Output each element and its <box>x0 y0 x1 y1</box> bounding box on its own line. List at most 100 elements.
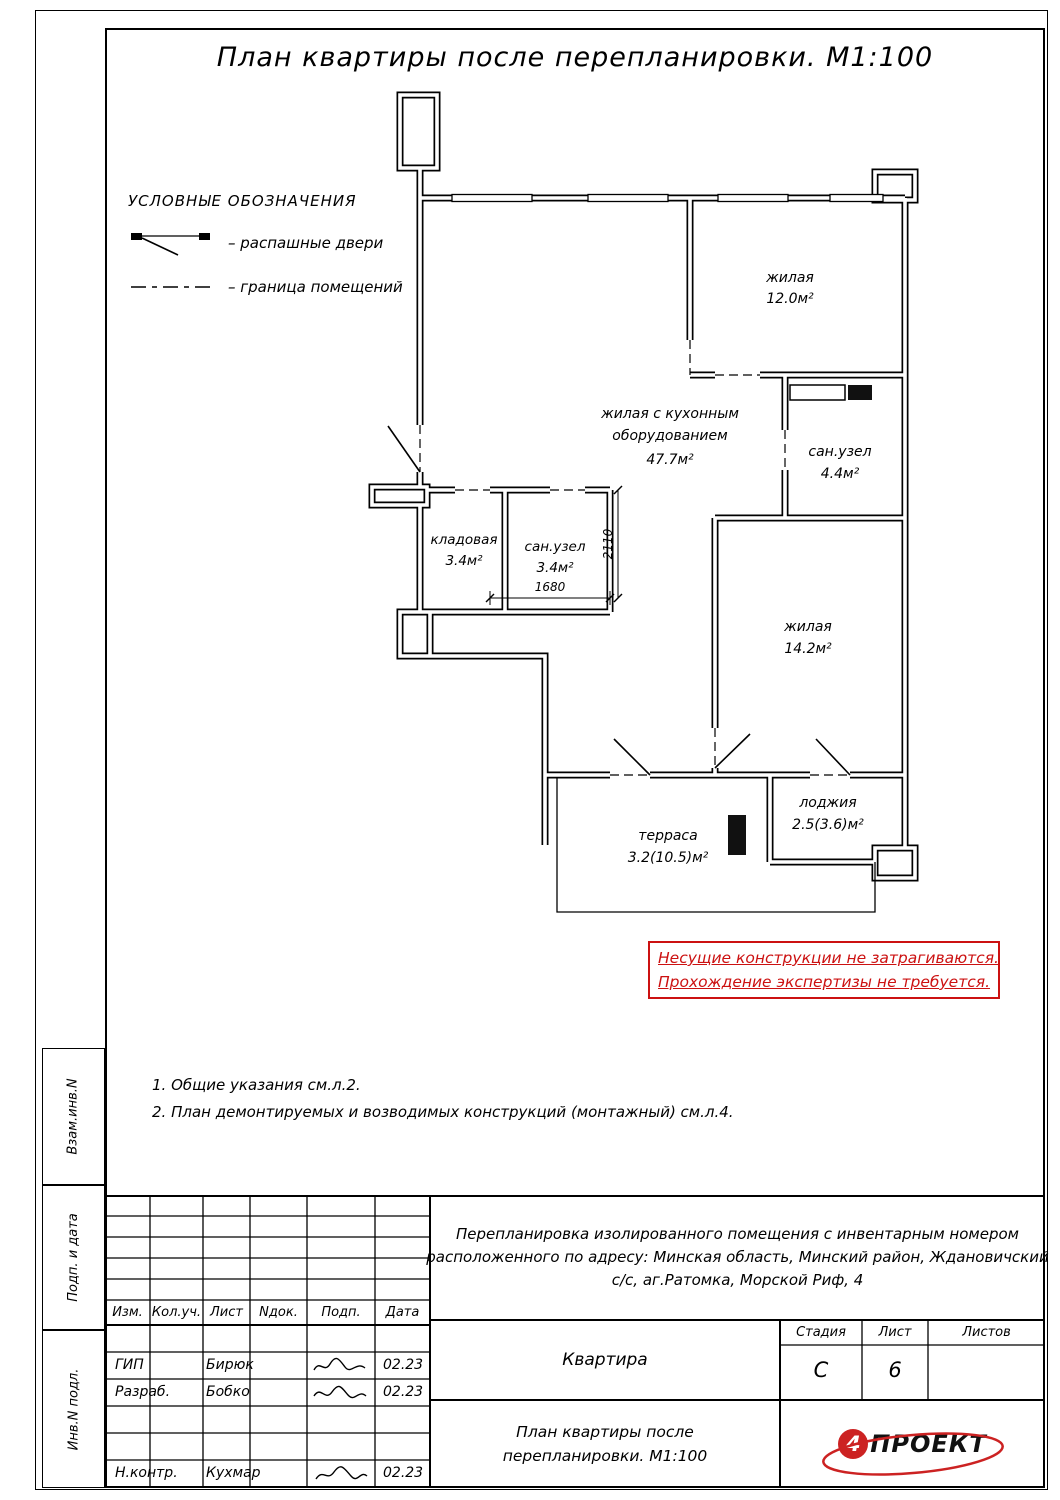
outer-border <box>35 10 1048 1490</box>
legend-item-doors: – распашные двери <box>128 228 383 258</box>
walls-outline <box>368 91 919 882</box>
logo-digit: 4 <box>845 1432 861 1456</box>
room-area: 3.4м² <box>536 560 574 576</box>
dimension-1680-label: 1680 <box>535 580 566 594</box>
stage-value: С <box>813 1358 829 1382</box>
room-name: жилая с кухонным <box>600 406 739 422</box>
staff-row-nkontr: Н.контр. Кухмар 02.23 <box>105 1460 430 1487</box>
room-label-sanuzel-34: сан.узел 3.4м² <box>525 539 586 576</box>
signature <box>315 1466 368 1480</box>
room-label-zhilaya-142: жилая 14.2м² <box>783 619 832 657</box>
titleblock-header-row: Изм. Кол.уч. Лист Nдок. Подп. Дата <box>105 1301 430 1324</box>
windows <box>451 193 884 203</box>
terrace-outline <box>556 778 876 913</box>
room-boundaries <box>419 340 850 776</box>
col-header-podp: Подп. <box>321 1305 361 1320</box>
description-line: расположенного по адресу: Минская област… <box>426 1248 1049 1266</box>
sheet-value: 6 <box>888 1358 902 1382</box>
window-icon <box>587 193 669 203</box>
notice-line: Несущие конструкции не затрагиваются. <box>658 949 999 967</box>
room-label-zhilaya-12: жилая 12.0м² <box>765 270 814 307</box>
staff-date: 02.23 <box>383 1384 424 1400</box>
project-description: Перепланировка изолированного помещения … <box>426 1197 1048 1318</box>
legend-heading: УСЛОВНЫЕ ОБОЗНАЧЕНИЯ <box>128 192 357 210</box>
dimension-2110-label: 2110 <box>601 528 615 559</box>
window-icon <box>717 193 789 203</box>
col-header-ndok: Nдок. <box>259 1305 298 1320</box>
staff-date: 02.23 <box>383 1465 424 1481</box>
staff-name: Бобко <box>206 1384 250 1400</box>
swing-doors-icon <box>131 233 210 256</box>
room-area: 4.4м² <box>821 466 860 482</box>
room-area: 12.0м² <box>766 291 814 307</box>
legend-item-label: – распашные двери <box>228 234 384 252</box>
company-logo: 4 ПРОЕКТ <box>782 1402 1043 1486</box>
room-name: сан.узел <box>808 444 871 460</box>
notice-line: Прохождение экспертизы не требуется. <box>658 973 991 991</box>
staff-name: Кухмар <box>206 1465 261 1481</box>
notes: 1. Общие указания см.л.2. 2. План демонт… <box>152 1072 734 1126</box>
room-name: сан.узел <box>525 539 586 555</box>
legend-item-boundary: – граница помещений <box>128 272 403 302</box>
room-area: 2.5(3.6)м² <box>792 817 864 833</box>
staff-role: Разраб. <box>115 1384 171 1400</box>
note-line: 2. План демонтируемых и возводимых конст… <box>152 1103 734 1121</box>
signature <box>313 1357 366 1371</box>
room-label-zhilaya-kitchen: жилая с кухонным оборудованием 47.7м² <box>600 406 739 468</box>
floor-plan: 1680 2110 жилая 12.0м² жилая с кухонным … <box>368 91 919 913</box>
room-name: терраса <box>638 828 697 844</box>
col-header-data: Дата <box>385 1305 420 1320</box>
object-label: Квартира <box>562 1350 648 1370</box>
window-icon <box>451 193 533 203</box>
strip-box-inv: Инв.N подл. <box>42 1330 105 1488</box>
strip-label: Взам.инв.N <box>66 1078 81 1155</box>
strip-label: Инв.N подл. <box>66 1368 82 1450</box>
sheets-header: Листов <box>962 1325 1011 1340</box>
strip-box-podp: Подп. и дата <box>42 1185 105 1330</box>
room-area: 3.4м² <box>445 553 483 569</box>
strip-box-vzam: Взам.инв.N <box>42 1048 105 1185</box>
logo-text: ПРОЕКТ <box>870 1430 987 1458</box>
room-label-kladovaya: кладовая 3.4м² <box>431 532 498 569</box>
vent-shaft <box>789 384 846 401</box>
stage-header: Стадия <box>796 1325 846 1340</box>
room-name: жилая <box>783 619 832 635</box>
room-label-sanuzel-44: сан.узел 4.4м² <box>808 444 871 482</box>
room-name: жилая <box>765 270 814 286</box>
room-area: 3.2(10.5)м² <box>628 850 709 866</box>
staff-role: ГИП <box>115 1357 144 1373</box>
walls-core <box>370 93 917 880</box>
notice-box: Несущие конструкции не затрагиваются. Пр… <box>648 941 1000 999</box>
description-line: с/с, аг.Ратомка, Морской Риф, 4 <box>611 1271 864 1289</box>
walls <box>368 91 919 882</box>
drawing-name: План квартиры после перепланировки. М1:1… <box>430 1400 780 1488</box>
sheet-header: Лист <box>878 1325 912 1340</box>
room-name: лоджия <box>798 795 856 811</box>
room-area: 47.7м² <box>646 452 694 468</box>
description-line: Перепланировка изолированного помещения … <box>456 1225 1019 1243</box>
dimension-2110 <box>613 485 623 603</box>
door-leaves <box>387 425 851 776</box>
terrace-door-icon <box>613 738 651 776</box>
titleblock-grid <box>105 1195 1045 1488</box>
signature <box>313 1385 367 1399</box>
room-label-lodzhiya: лоджия 2.5(3.6)м² <box>792 795 864 833</box>
room-label-terrasa: терраса 3.2(10.5)м² <box>628 828 709 866</box>
staff-row-gip: ГИП Бирюк 02.23 <box>105 1352 430 1379</box>
dimension-1680 <box>485 591 615 605</box>
page-title: План квартиры после перепланировки. М1:1… <box>216 42 934 73</box>
dashed-line-icon <box>131 286 211 288</box>
room-name: оборудованием <box>612 428 728 444</box>
staff-date: 02.23 <box>383 1357 424 1373</box>
window-icon <box>829 193 884 203</box>
entrance-door-icon <box>387 425 421 473</box>
terrace-pier <box>728 815 746 855</box>
room-door-icon <box>714 733 751 769</box>
room-name: кладовая <box>431 532 498 548</box>
col-header-koluch: Кол.уч. <box>151 1305 202 1320</box>
drawing-name-line: перепланировки. М1:100 <box>502 1447 708 1465</box>
legend-item-label: – граница помещений <box>228 278 403 296</box>
drawing-name-line: План квартиры после <box>516 1423 694 1441</box>
logo-circle-icon: 4 <box>838 1429 869 1459</box>
